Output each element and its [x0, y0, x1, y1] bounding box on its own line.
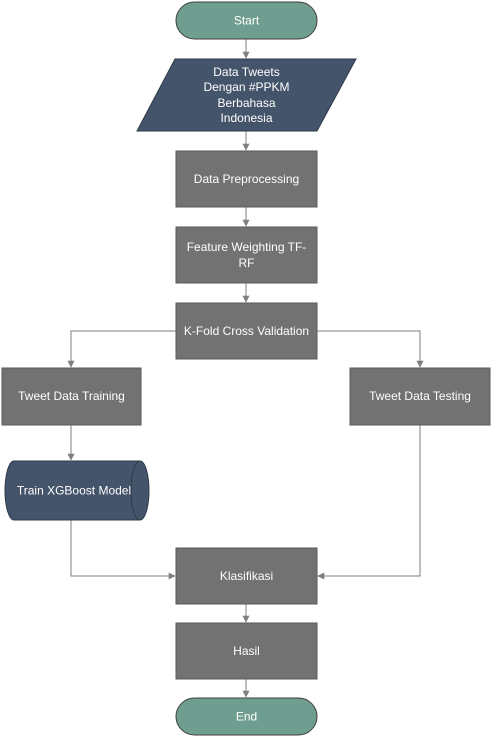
start-node: Start: [175, 1, 318, 40]
testing-label: Tweet Data Testing: [369, 389, 471, 403]
klasifikasi-node: Klasifikasi: [175, 547, 318, 605]
weighting-node: Feature Weighting TF- RF: [175, 226, 318, 284]
end-shape: [175, 697, 318, 736]
testing-shape: [349, 367, 491, 426]
klasifikasi-label: Klasifikasi: [220, 569, 273, 583]
start-shape: [175, 1, 318, 40]
weighting-line-2: RF: [239, 256, 255, 270]
preprocessing-label: Data Preprocessing: [194, 172, 299, 186]
weighting-line-1: Feature Weighting TF-: [187, 240, 307, 254]
training-shape: [1, 367, 142, 426]
input-line-3: Berbahasa: [217, 96, 275, 110]
connector-kfold-to-training: [67, 330, 176, 368]
hasil-node: Hasil: [175, 622, 318, 680]
klasifikasi-shape: [175, 547, 318, 605]
start-label: Start: [234, 14, 260, 28]
input-data-shape: [136, 58, 357, 132]
connectors: [67, 39, 424, 698]
training-label: Tweet Data Training: [18, 389, 125, 403]
preprocessing-node: Data Preprocessing: [175, 150, 318, 208]
input-data-node: Data Tweets Dengan #PPKM Berbahasa Indon…: [136, 58, 357, 132]
connector-kfold-to-testing: [316, 330, 424, 368]
connector-testing-to-klasifikasi: [317, 425, 421, 580]
preprocessing-shape: [175, 150, 318, 208]
kfold-label: K-Fold Cross Validation: [184, 324, 309, 338]
model-node: Train XGBoost Model: [4, 460, 150, 521]
weighting-shape: [175, 226, 318, 284]
kfold-shape: [175, 302, 318, 360]
kfold-node: K-Fold Cross Validation: [175, 302, 318, 360]
model-label: Train XGBoost Model: [17, 484, 131, 498]
connector-model-to-klasifikasi: [70, 520, 176, 580]
testing-node: Tweet Data Testing: [349, 367, 491, 426]
hasil-shape: [175, 622, 318, 680]
input-line-1: Data Tweets: [213, 65, 279, 79]
end-node: End: [175, 697, 318, 736]
input-line-2: Dengan #PPKM: [203, 80, 289, 94]
training-node: Tweet Data Training: [1, 367, 142, 426]
hasil-label: Hasil: [233, 644, 260, 658]
end-label: End: [236, 710, 257, 724]
input-line-4: Indonesia: [220, 111, 272, 125]
model-shape-edge: [130, 460, 141, 521]
